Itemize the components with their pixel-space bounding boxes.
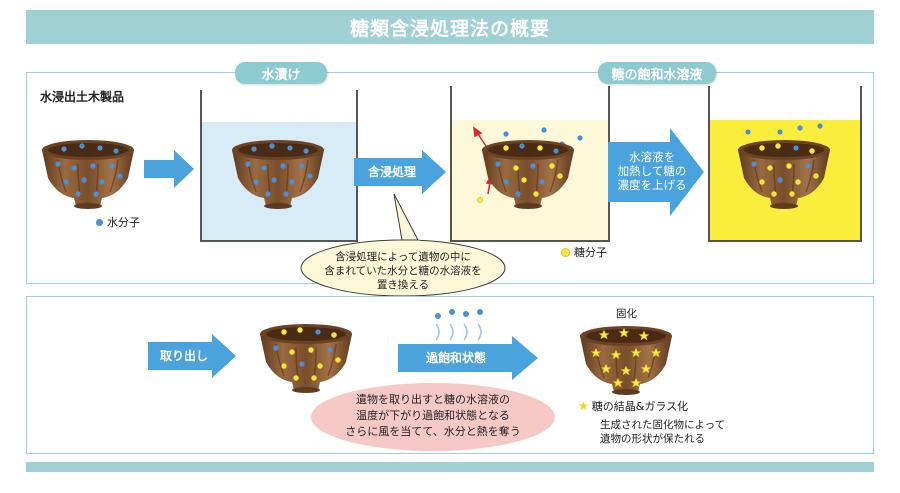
arrow-impregnation-label: 含浸処理 <box>367 165 416 179</box>
supersaturation-callout-shape <box>311 383 555 451</box>
water-molecules <box>245 143 313 197</box>
sugar-molecules <box>759 143 819 197</box>
water-molecules <box>273 329 333 367</box>
arrow-supersaturation-label: 過飽和状態 <box>425 351 486 365</box>
impregnation-callout-text: 含浸処理によって遺物の中に 含まれていた水分と糖の水溶液を 置き換える <box>324 251 482 291</box>
arrow-impregnation <box>354 150 446 194</box>
water-molecules <box>55 143 123 197</box>
tank3-molecules <box>745 123 823 135</box>
page-title: 糖類含浸処理法の概要 <box>26 10 874 44</box>
solidify-label: 固化 <box>616 308 637 320</box>
evaporation-icon <box>435 309 483 341</box>
bowl-solidified <box>576 322 676 397</box>
sugar-legend: 糖分子 <box>561 244 607 260</box>
crystal-legend: ★ 糖の結晶&ガラス化 <box>578 399 689 413</box>
supersaturation-callout-text: 遺物を取り出すと糖の水溶液の 温度が下がり過飽和状態となる さらに風を当てて、水… <box>345 393 521 438</box>
water-dot-icon <box>96 218 103 226</box>
sugar-molecules <box>503 145 563 197</box>
bowl-saturated <box>734 136 834 211</box>
water-molecules <box>751 145 811 183</box>
arrow-takeout <box>148 334 236 378</box>
bowl-waterlogged <box>38 136 138 211</box>
arrow-heating-label: 水溶液を 加熱して糖の 濃度を上げる <box>617 150 687 192</box>
star-icon: ★ <box>578 399 589 413</box>
sugar-molecules <box>281 327 341 381</box>
arrow-heating <box>608 128 704 216</box>
sugar-dot-icon <box>561 247 570 257</box>
bowl-removed <box>256 320 356 395</box>
arrow-supersaturation <box>398 336 538 380</box>
sugar-crystals <box>590 327 662 388</box>
stage-water-soak-label: 水漬け <box>235 62 327 84</box>
footer-bar <box>26 462 874 472</box>
result-text: 生成された固化物によって 遺物の形状が保たれる <box>600 419 726 445</box>
bowl-in-water <box>228 136 328 211</box>
arrow-to-water-tank <box>144 150 194 188</box>
bowl-impregnating <box>478 136 578 211</box>
bottom-panel <box>26 296 874 454</box>
arrow-takeout-label: 取り出し <box>159 349 208 363</box>
stage-saturated-solution-label: 糖の飽和水溶液 <box>598 62 716 84</box>
artifact-label: 水浸出土木製品 <box>40 90 125 104</box>
water-molecules <box>495 143 559 197</box>
water-legend: 水分子 <box>96 214 140 230</box>
